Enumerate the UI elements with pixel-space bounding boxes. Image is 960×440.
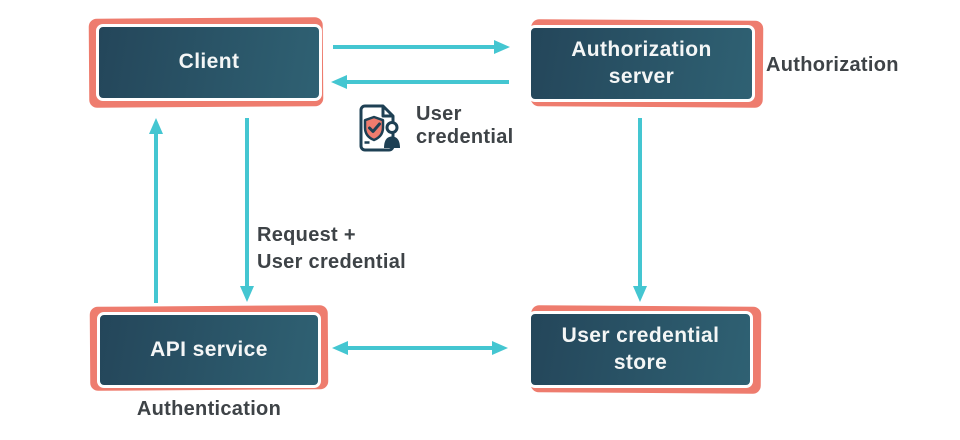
- arrow-auth-server-to-cred-store: [633, 118, 647, 302]
- arrow-auth-server-to-client: [331, 75, 509, 89]
- node-api-service: API service: [89, 305, 329, 391]
- arrow-client-to-auth-server: [333, 40, 510, 54]
- node-client-label: Client: [96, 24, 322, 101]
- user-credential-document-icon: [351, 100, 407, 156]
- arrow-client-to-api-service: [240, 118, 254, 302]
- user-credential-arrow-label: User credential: [416, 103, 514, 148]
- arrow-api-service-to-client: [149, 118, 163, 303]
- authorization-label: Authorization: [766, 54, 899, 76]
- request-user-credential-arrow-label: Request + User credential: [257, 224, 407, 273]
- node-client: Client: [88, 17, 324, 108]
- arrow-api-service-cred-store-bidirectional: [332, 341, 508, 355]
- authentication-label: Authentication: [136, 398, 282, 420]
- node-user-credential-store: User credential store: [528, 305, 762, 394]
- node-authorization-server-label: Authorization server: [528, 25, 755, 102]
- node-api-service-label: API service: [97, 312, 321, 388]
- node-user-credential-store-label: User credential store: [528, 311, 753, 388]
- node-authorization-server: Authorization server: [528, 19, 764, 108]
